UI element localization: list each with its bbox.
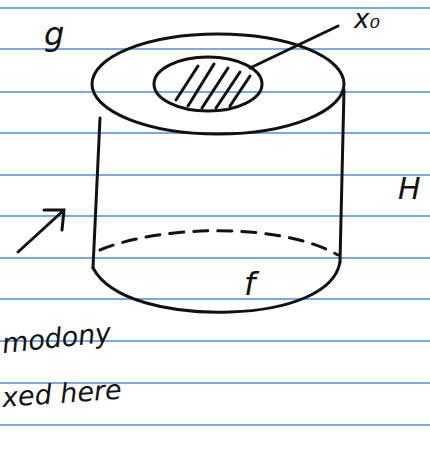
handwritten-label: g (44, 18, 64, 50)
handwritten-label: x₀ (354, 6, 380, 32)
hatching (176, 64, 250, 108)
ruled-lines (0, 8, 430, 425)
handwritten-label: H (398, 174, 421, 204)
cylinder (18, 26, 344, 312)
handwritten-label: f (244, 268, 255, 300)
handwritten-label: modony (1, 319, 113, 357)
handwritten-label: xed here (1, 376, 122, 411)
